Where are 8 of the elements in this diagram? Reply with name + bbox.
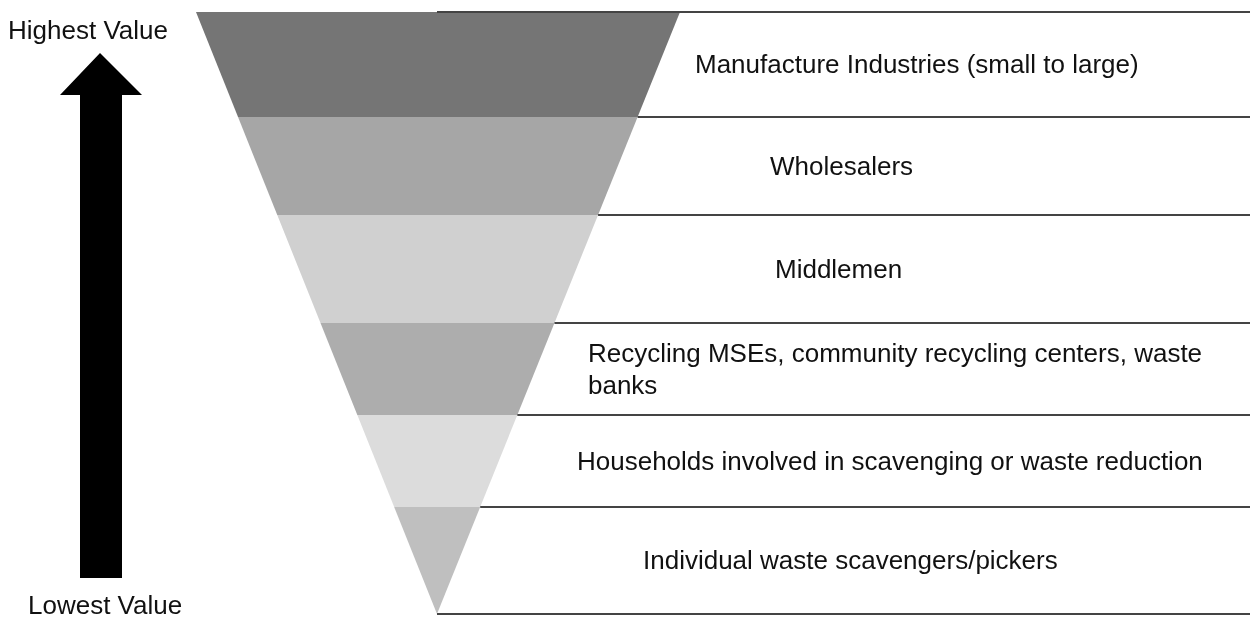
tier-row: Individual waste scavengers/pickers bbox=[480, 507, 1250, 614]
tier-row: Recycling MSEs, community recycling centers, waste banks bbox=[554, 323, 1250, 415]
tier-row: Wholesalers bbox=[637, 117, 1250, 215]
axis-label: Highest Value bbox=[8, 15, 168, 46]
axis-label: Lowest Value bbox=[28, 590, 183, 619]
tier-row: Middlemen bbox=[598, 215, 1250, 323]
tier-row: Households involved in scavenging or waste reduction bbox=[517, 415, 1250, 507]
tier-row: Manufacture Industries (small to large) bbox=[680, 12, 1250, 117]
